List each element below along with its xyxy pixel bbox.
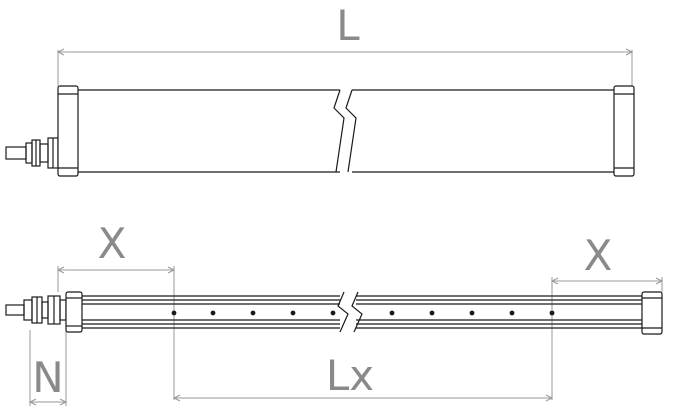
- mounting-hole: [290, 310, 296, 316]
- dimension-x-right: X: [550, 231, 664, 400]
- bottom-view: X X N Lx: [5, 219, 664, 406]
- cable-gland-top: [5, 137, 59, 169]
- break-mark-left-bottom: [337, 291, 349, 333]
- end-cap-right-bottom: [641, 291, 663, 335]
- dimension-x-left: X: [56, 219, 176, 400]
- end-cap-right-top: [613, 85, 635, 177]
- break-mark-right: [345, 89, 357, 173]
- dimension-label-x-left: X: [98, 219, 127, 268]
- mounting-hole: [330, 310, 336, 316]
- mounting-hole: [549, 310, 555, 316]
- mounting-hole: [250, 310, 256, 316]
- mounting-hole: [469, 310, 475, 316]
- end-cap-left-top: [57, 85, 79, 177]
- top-view: L: [5, 1, 635, 177]
- dimension-label-n: N: [32, 353, 63, 402]
- mounting-hole: [171, 310, 177, 316]
- dimension-n: N: [28, 330, 68, 406]
- mounting-hole: [509, 310, 515, 316]
- break-mark-right-bottom: [351, 291, 363, 333]
- dimension-l: L: [56, 1, 634, 86]
- break-mark-left: [333, 89, 345, 173]
- dimension-label-l: L: [336, 1, 360, 50]
- dimension-lx: Lx: [172, 351, 554, 402]
- mounting-hole: [389, 310, 395, 316]
- cable-gland-bottom: [5, 295, 67, 325]
- dimension-label-x-right: X: [584, 231, 613, 280]
- end-cap-left-bottom: [65, 291, 83, 333]
- mounting-hole: [210, 310, 216, 316]
- mounting-hole: [429, 310, 435, 316]
- mounting-holes: [171, 310, 555, 316]
- dimension-label-lx: Lx: [326, 351, 374, 400]
